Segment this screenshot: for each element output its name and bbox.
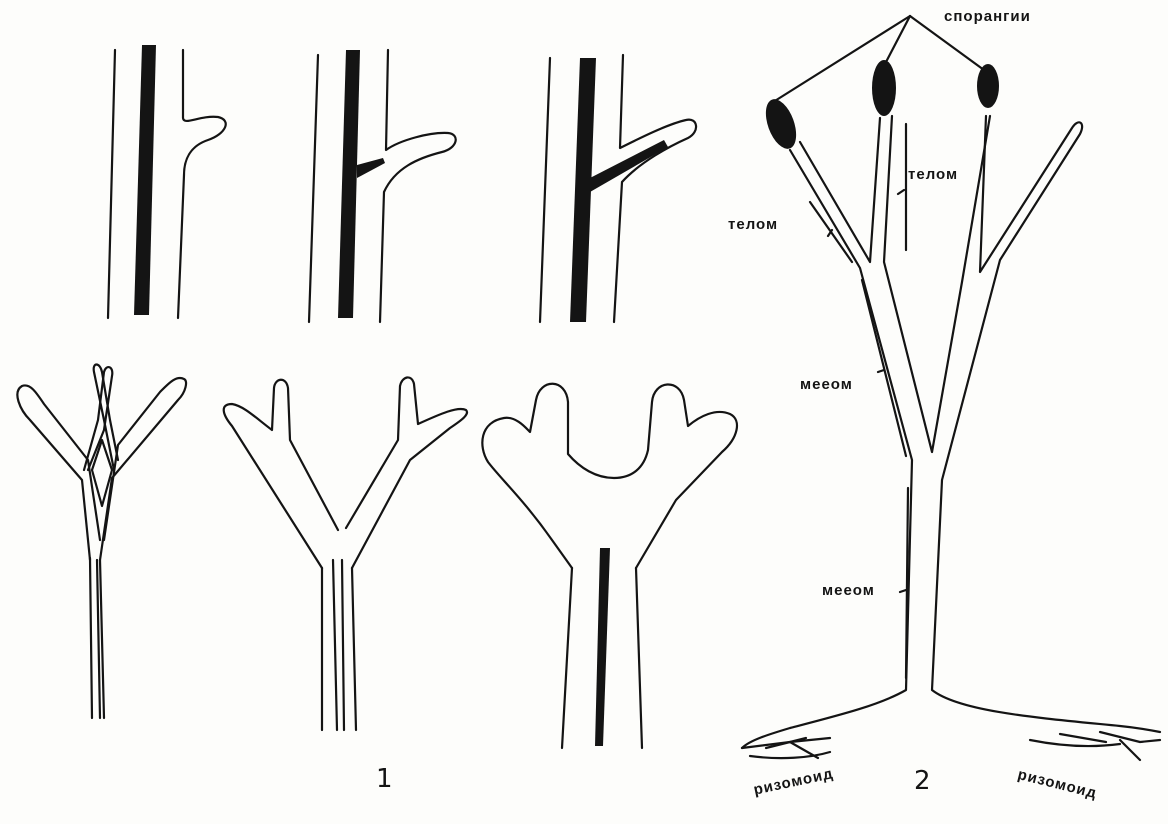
stage-2-top xyxy=(309,50,456,322)
stage-3-top xyxy=(540,55,696,322)
brace-telom-left xyxy=(810,202,852,262)
sporangium xyxy=(977,64,999,108)
stage-1-top xyxy=(108,45,226,318)
sporangium xyxy=(760,95,802,153)
stele-bar xyxy=(595,548,610,746)
mesom-label-lower: мееом xyxy=(822,582,875,599)
sporangium xyxy=(872,60,896,116)
sporangia-label: спорангии xyxy=(944,8,1031,25)
brace-mesom-lower xyxy=(900,488,908,678)
stele-bar xyxy=(338,50,360,318)
stele-branch xyxy=(590,140,668,192)
brace-rhizomoid-right xyxy=(1060,734,1106,742)
brace-mesom-upper xyxy=(862,280,906,456)
telom-label-right: телом xyxy=(908,166,958,183)
stage-1-bottom xyxy=(17,365,186,719)
stele-bar xyxy=(134,45,156,315)
stage-3-bottom xyxy=(482,384,737,748)
brace-telom-right xyxy=(898,124,906,250)
figure-number-1: 1 xyxy=(376,764,393,794)
telom-label-left: телом xyxy=(728,216,778,233)
stage-2-bottom xyxy=(224,377,467,730)
figure-number-2: 2 xyxy=(914,766,931,796)
mesom-label-upper: мееом xyxy=(800,376,853,393)
stele-branch xyxy=(357,158,385,178)
